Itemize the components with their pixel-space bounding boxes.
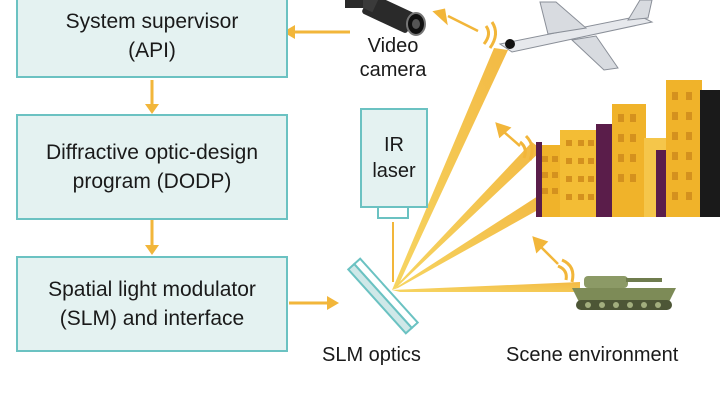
arrowhead-return-tank <box>532 236 549 254</box>
arrowhead-down-2 <box>145 245 159 255</box>
flow-arrows <box>150 30 394 305</box>
arrowhead-right-slm <box>327 296 339 310</box>
video-camera-label-line2: camera <box>359 59 427 81</box>
video-camera-label: Video camera <box>348 34 438 82</box>
dodp-line1: Diffractive optic-design <box>45 141 259 164</box>
system-supervisor-line2: (API) <box>128 39 176 62</box>
beam-to-city-lower <box>392 196 545 290</box>
dodp-box: Diffractive optic-design program (DODP) <box>16 114 288 220</box>
return-arrows <box>432 8 559 265</box>
slm-interface-line1: Spatial light modulator <box>48 278 256 301</box>
slm-interface-line2: (SLM) and interface <box>59 307 245 330</box>
video-camera-icon <box>345 0 426 36</box>
slm-interface-box: Spatial light modulator (SLM) and interf… <box>16 256 288 352</box>
arrowhead-down-1 <box>145 104 159 114</box>
dodp-line2: program (DODP) <box>72 170 232 193</box>
ir-laser-line1: IR <box>383 134 404 156</box>
slm-optics-label: SLM optics <box>322 344 421 366</box>
beam-to-aircraft <box>392 48 508 290</box>
aircraft-icon <box>498 0 654 71</box>
ir-laser-line2: laser <box>372 160 416 182</box>
slm-mirror-icon <box>346 257 420 335</box>
arrow-heads <box>145 25 339 310</box>
arrowhead-return-city <box>495 122 512 139</box>
system-supervisor-line1: System supervisor <box>65 10 239 33</box>
signal-wave-icon <box>482 21 575 283</box>
tank-icon <box>572 276 676 310</box>
video-camera-label-line1: Video <box>367 35 419 57</box>
system-supervisor-box: System supervisor (API) <box>16 0 288 78</box>
scene-environment-label: Scene environment <box>506 344 679 366</box>
beam-to-city-upper <box>392 142 542 290</box>
arrowhead-return-aircraft <box>432 8 448 26</box>
beam-to-tank <box>392 282 580 292</box>
city-buildings-icon <box>536 80 720 217</box>
scene-beams <box>392 48 580 292</box>
arrowhead-left-supervisor <box>283 25 295 39</box>
ir-laser-box: IR laser <box>360 108 428 208</box>
